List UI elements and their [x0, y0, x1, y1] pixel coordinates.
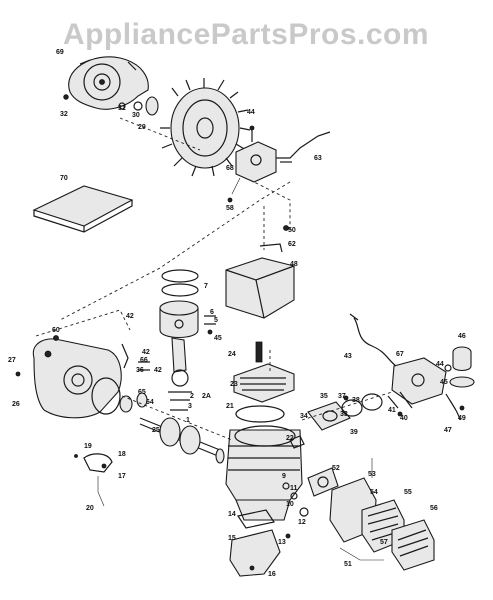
part-label-62: 62: [288, 241, 296, 248]
part-label-66: 66: [140, 357, 148, 364]
part-label-46: 46: [458, 333, 466, 340]
carburetor: [387, 357, 447, 417]
part-label-68: 68: [226, 165, 234, 172]
gasket-stack: [341, 393, 383, 417]
part-label-16: 16: [268, 571, 276, 578]
part-label-36: 36: [136, 367, 144, 374]
crank-gasket: [91, 343, 150, 415]
starter-pawl: [74, 453, 113, 507]
part-label-50: 50: [288, 227, 296, 234]
part-number-labels: 6932313029446863587050624876545426027264…: [8, 49, 466, 578]
part-label-32: 32: [60, 111, 68, 118]
part-label-34: 34: [300, 413, 308, 420]
part-label-42: 42: [142, 349, 150, 356]
part-label-70: 70: [60, 175, 68, 182]
part-label-58: 58: [226, 205, 234, 212]
part-label-67: 67: [396, 351, 404, 358]
part-label-13: 13: [278, 539, 286, 546]
air-filter-pad: [32, 185, 134, 233]
part-label-21: 21: [226, 403, 234, 410]
part-label-29: 29: [138, 124, 146, 131]
part-label-64: 64: [146, 399, 154, 406]
part-label-65: 65: [138, 389, 146, 396]
primer-line: [445, 393, 461, 421]
part-label-44: 44: [247, 109, 255, 116]
part-label-56: 56: [430, 505, 438, 512]
part-label-49: 49: [458, 415, 466, 422]
part-label-41: 41: [388, 407, 396, 414]
intake-manifold: [289, 401, 351, 449]
part-label-6: 6: [210, 309, 214, 316]
piston-assembly: [159, 269, 216, 339]
shroud-assembly: [68, 56, 149, 110]
part-label-42: 42: [154, 367, 162, 374]
part-label-37: 37: [338, 393, 346, 400]
part-label-48: 48: [290, 261, 298, 268]
part-label-22: 22: [286, 435, 294, 442]
connecting-rod: [168, 337, 192, 411]
part-label-52: 52: [332, 465, 340, 472]
part-label-24: 24: [228, 351, 236, 358]
crankcase-half: [15, 309, 131, 419]
part-label-43: 43: [344, 353, 352, 360]
part-label-30: 30: [132, 112, 140, 119]
part-label-31: 31: [118, 105, 126, 112]
muffler: [329, 477, 435, 571]
spark-plug-boot: [259, 225, 289, 253]
part-label-5: 5: [214, 317, 218, 324]
fuel-cap: [444, 346, 475, 388]
part-label-38: 38: [352, 397, 360, 404]
part-label-44: 44: [436, 361, 444, 368]
part-label-42: 42: [126, 313, 134, 320]
part-label-33: 33: [340, 411, 348, 418]
part-label-14: 14: [228, 511, 236, 518]
part-label-23: 23: [230, 381, 238, 388]
part-label-54: 54: [370, 489, 378, 496]
part-label-35: 35: [320, 393, 328, 400]
part-label-3: 3: [188, 403, 192, 410]
part-label-53: 53: [368, 471, 376, 478]
ignition-module: [227, 125, 331, 203]
part-label-9: 9: [282, 473, 286, 480]
part-label-69: 69: [56, 49, 64, 56]
part-label-57: 57: [380, 539, 388, 546]
part-label-2A: 2A: [202, 393, 211, 400]
part-label-55: 55: [404, 489, 412, 496]
part-label-18: 18: [118, 451, 126, 458]
part-label-7: 7: [204, 283, 208, 290]
cylinder-shroud: [225, 257, 295, 319]
part-label-27: 27: [8, 357, 16, 364]
part-label-11: 11: [290, 485, 298, 492]
part-label-63: 63: [314, 155, 322, 162]
cylinder-block: [225, 425, 303, 521]
part-label-39: 39: [350, 429, 358, 436]
part-label-12: 12: [298, 519, 306, 526]
part-label-17: 17: [118, 473, 126, 480]
part-label-60: 60: [52, 327, 60, 334]
crankshaft: [139, 417, 225, 464]
part-label-20: 20: [86, 505, 94, 512]
cylinder-head: [233, 341, 295, 423]
part-label-15: 15: [228, 535, 236, 542]
part-label-10: 10: [286, 501, 294, 508]
part-label-25: 25: [152, 427, 160, 434]
base-parts: [229, 509, 291, 577]
part-label-2: 2: [190, 393, 194, 400]
part-label-45: 45: [214, 335, 222, 342]
muffler-gasket: [307, 458, 373, 497]
part-label-51: 51: [344, 561, 352, 568]
watermark-text: AppliancePartsPros.com: [63, 18, 429, 51]
small-hardware: [282, 482, 309, 517]
part-label-19: 19: [84, 443, 92, 450]
part-label-45: 45: [440, 379, 448, 386]
part-label-1: 1: [186, 417, 190, 424]
part-label-47: 47: [444, 427, 452, 434]
part-label-26: 26: [12, 401, 20, 408]
washer-set: [63, 94, 159, 116]
fuel-line: [353, 317, 397, 367]
part-label-40: 40: [400, 415, 408, 422]
flywheel: [160, 78, 251, 177]
